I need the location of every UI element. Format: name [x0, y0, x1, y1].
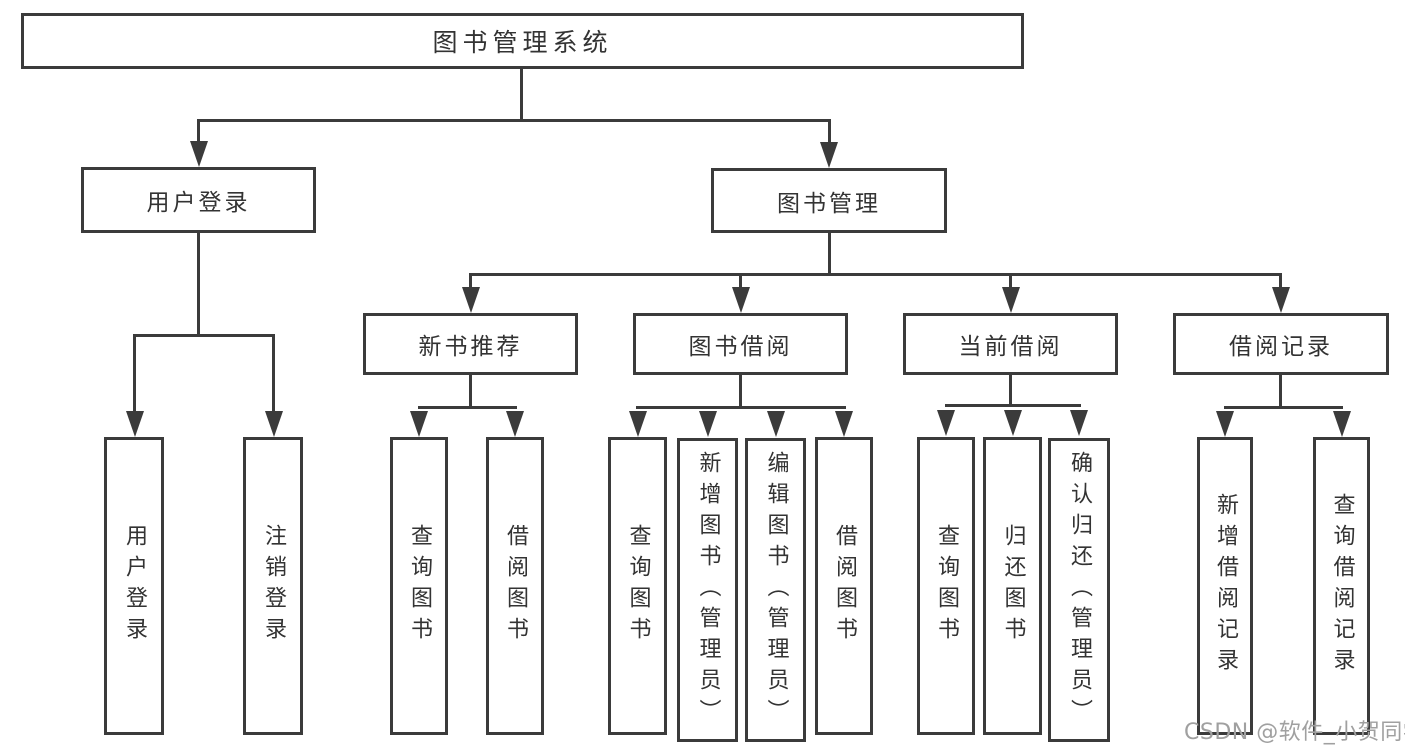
node-borrow-books-borrowing: 借阅图书 [815, 437, 873, 735]
node-return-books: 归还图书 [983, 437, 1042, 735]
node-query-books-current: 查询图书 [917, 437, 975, 735]
node-borrowing-records: 借阅记录 [1173, 313, 1389, 375]
connector-line [133, 334, 136, 412]
connector-line [418, 406, 517, 409]
node-library-management-system: 图书管理系统 [21, 13, 1024, 69]
connector-line [1009, 375, 1012, 406]
arrow-down-icon [767, 411, 785, 437]
connector-line [945, 404, 1081, 407]
connector-line [828, 119, 831, 146]
arrow-down-icon [462, 287, 480, 313]
connector-line [1279, 274, 1282, 288]
arrow-down-icon [190, 141, 208, 167]
connector-line [828, 233, 831, 275]
connector-line [197, 232, 200, 335]
arrow-down-icon [937, 410, 955, 436]
node-user-login: 用户登录 [81, 167, 316, 233]
connector-line [739, 274, 742, 288]
arrow-down-icon [410, 411, 428, 437]
node-user-login-leaf: 用户登录 [104, 437, 164, 735]
connector-line [1224, 406, 1343, 409]
arrow-down-icon [126, 411, 144, 437]
node-new-book-recommendation: 新书推荐 [363, 313, 578, 375]
node-book-management: 图书管理 [711, 168, 947, 233]
connector-line [469, 273, 1282, 276]
node-query-books-recommend: 查询图书 [390, 437, 448, 735]
connector-line [469, 274, 472, 288]
arrow-down-icon [1002, 287, 1020, 313]
arrow-down-icon [1216, 411, 1234, 437]
node-add-borrow-record: 新增借阅记录 [1197, 437, 1253, 735]
node-current-borrowing: 当前借阅 [903, 313, 1118, 375]
arrow-down-icon [820, 142, 838, 168]
arrow-down-icon [265, 411, 283, 437]
node-borrow-books-recommend: 借阅图书 [486, 437, 544, 735]
connector-line [133, 334, 275, 337]
arrow-down-icon [699, 411, 717, 437]
arrow-down-icon [629, 411, 647, 437]
connector-line [469, 375, 472, 408]
connector-line [1009, 274, 1012, 288]
node-logout-leaf: 注销登录 [243, 437, 303, 735]
connector-line [197, 119, 831, 122]
arrow-down-icon [1004, 410, 1022, 436]
arrow-down-icon [1070, 410, 1088, 436]
node-add-books-admin: 新增图书（管理员） [677, 438, 738, 742]
arrow-down-icon [732, 287, 750, 313]
connector-line [272, 334, 275, 412]
watermark-text: CSDN @软件_小贺同学 [1184, 720, 1405, 745]
connector-line [739, 375, 742, 408]
connector-line [1279, 375, 1282, 408]
connector-line [520, 68, 523, 121]
node-book-borrowing: 图书借阅 [633, 313, 848, 375]
arrow-down-icon [1272, 287, 1290, 313]
arrow-down-icon [1333, 411, 1351, 437]
node-query-books-borrowing: 查询图书 [608, 437, 667, 735]
connector-line [636, 406, 846, 409]
node-edit-books-admin: 编辑图书（管理员） [745, 438, 806, 742]
connector-line [197, 119, 200, 145]
node-query-borrow-record: 查询借阅记录 [1313, 437, 1370, 735]
arrow-down-icon [506, 411, 524, 437]
node-confirm-return-admin: 确认归还（管理员） [1048, 438, 1110, 742]
arrow-down-icon [835, 411, 853, 437]
